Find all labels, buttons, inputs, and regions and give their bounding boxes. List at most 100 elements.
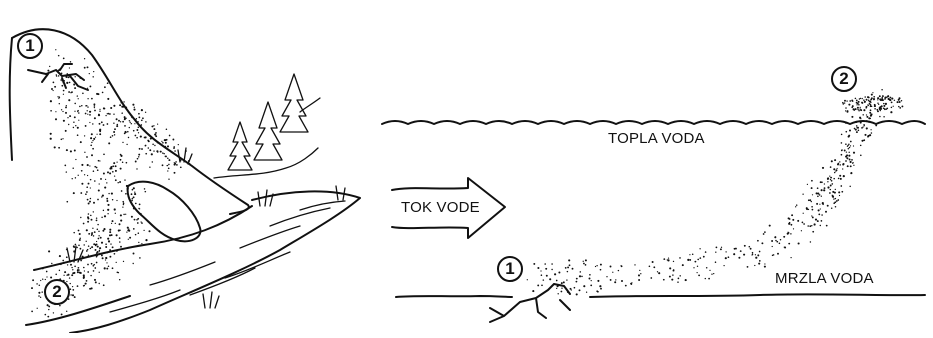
sediment-dot <box>91 97 93 100</box>
sediment-dot <box>787 231 789 233</box>
sediment-dot <box>545 267 548 270</box>
river-ripple <box>269 207 331 227</box>
sediment-dot <box>140 221 142 223</box>
sediment-dot <box>45 270 48 273</box>
sediment-dot <box>876 108 879 111</box>
sediment-dot <box>877 97 880 100</box>
river-ripple <box>239 225 301 249</box>
sediment-dot <box>83 66 86 69</box>
sediment-dot <box>126 226 129 229</box>
sediment-dot <box>179 159 182 162</box>
sediment-dot <box>599 285 602 288</box>
sediment-dot <box>774 236 777 239</box>
sediment-dot <box>76 95 79 97</box>
sediment-dot <box>679 275 681 277</box>
hill-outline <box>11 28 250 215</box>
sediment-dot <box>566 290 569 294</box>
sediment-dot <box>708 277 710 280</box>
sediment-dot <box>120 190 123 192</box>
sediment-dot <box>812 230 815 233</box>
sediment-dot <box>86 198 89 201</box>
sediment-dot <box>162 152 164 154</box>
sediment-dot <box>874 108 876 110</box>
sediment-dot <box>68 99 71 102</box>
sediment-dot <box>90 144 93 147</box>
sediment-dot <box>570 289 572 291</box>
sediment-dot <box>73 246 76 249</box>
sediment-dot <box>775 239 777 242</box>
sediment-dot <box>90 232 94 236</box>
sediment-dot <box>108 142 111 145</box>
sediment-dot <box>114 165 117 168</box>
sediment-dot <box>92 227 94 229</box>
sediment-dot <box>609 278 612 281</box>
cold-water-bottom-right <box>589 293 926 298</box>
sediment-dot <box>48 305 51 308</box>
sediment-dot <box>541 284 543 287</box>
sediment-dot <box>589 273 591 276</box>
sediment-dot <box>542 279 545 281</box>
sediment-dot <box>849 145 852 147</box>
sediment-dot <box>817 209 820 212</box>
sediment-dot <box>39 296 42 298</box>
sediment-dot <box>831 194 833 196</box>
sediment-dot <box>845 122 847 124</box>
sediment-dot <box>68 67 70 69</box>
sediment-dot <box>861 97 863 100</box>
sediment-dot <box>848 103 851 106</box>
sediment-dot <box>86 87 89 89</box>
sediment-dot <box>837 199 840 201</box>
grass-tuft <box>335 185 346 201</box>
sediment-dot <box>136 157 139 160</box>
grass-tuft <box>202 291 220 309</box>
sediment-dot <box>38 291 41 294</box>
sediment-dot <box>93 137 96 140</box>
sediment-dot <box>790 223 793 226</box>
sediment-dot <box>826 204 829 207</box>
sediment-dot <box>172 138 175 141</box>
sediment-dot <box>98 282 100 285</box>
sediment-dot <box>890 101 893 104</box>
sediment-dot <box>46 276 48 278</box>
sediment-dot <box>126 143 128 146</box>
sediment-dot <box>78 269 80 271</box>
sediment-dot <box>112 165 115 168</box>
boulder <box>126 180 202 243</box>
sediment-dot <box>110 243 112 245</box>
sediment-dot <box>537 284 540 287</box>
sediment-dot <box>140 109 143 112</box>
sediment-dot <box>900 100 903 102</box>
sediment-dot <box>869 134 872 137</box>
sediment-dot <box>801 221 804 224</box>
sediment-dot <box>138 241 140 244</box>
grass-tuft <box>257 189 274 207</box>
sediment-dot <box>173 163 176 166</box>
sediment-dot <box>46 304 49 307</box>
sediment-dot <box>137 217 140 220</box>
sediment-dot <box>77 266 80 269</box>
sediment-dot <box>772 254 775 256</box>
sediment-dot <box>672 260 675 263</box>
sediment-dot <box>668 275 671 278</box>
sediment-dot <box>709 269 711 272</box>
sediment-dot <box>84 282 87 285</box>
sediment-dot <box>845 155 848 158</box>
sediment-dot <box>98 271 100 273</box>
sediment-dot <box>125 184 128 188</box>
sediment-dot <box>74 87 77 90</box>
sediment-dot <box>106 82 109 85</box>
sediment-dot <box>787 217 790 220</box>
sediment-dot <box>101 91 104 94</box>
sediment-dot <box>109 255 112 258</box>
sediment-dot <box>862 126 864 128</box>
sediment-dot <box>86 156 88 158</box>
sediment-dot <box>90 218 93 221</box>
sediment-dot <box>698 274 701 277</box>
sediment-dot <box>109 249 112 251</box>
sediment-dot <box>121 161 124 163</box>
sediment-dot <box>57 69 60 72</box>
sediment-dot <box>617 269 620 272</box>
sediment-dot <box>65 75 68 78</box>
sediment-dot <box>122 105 125 108</box>
sediment-dot <box>78 244 80 247</box>
